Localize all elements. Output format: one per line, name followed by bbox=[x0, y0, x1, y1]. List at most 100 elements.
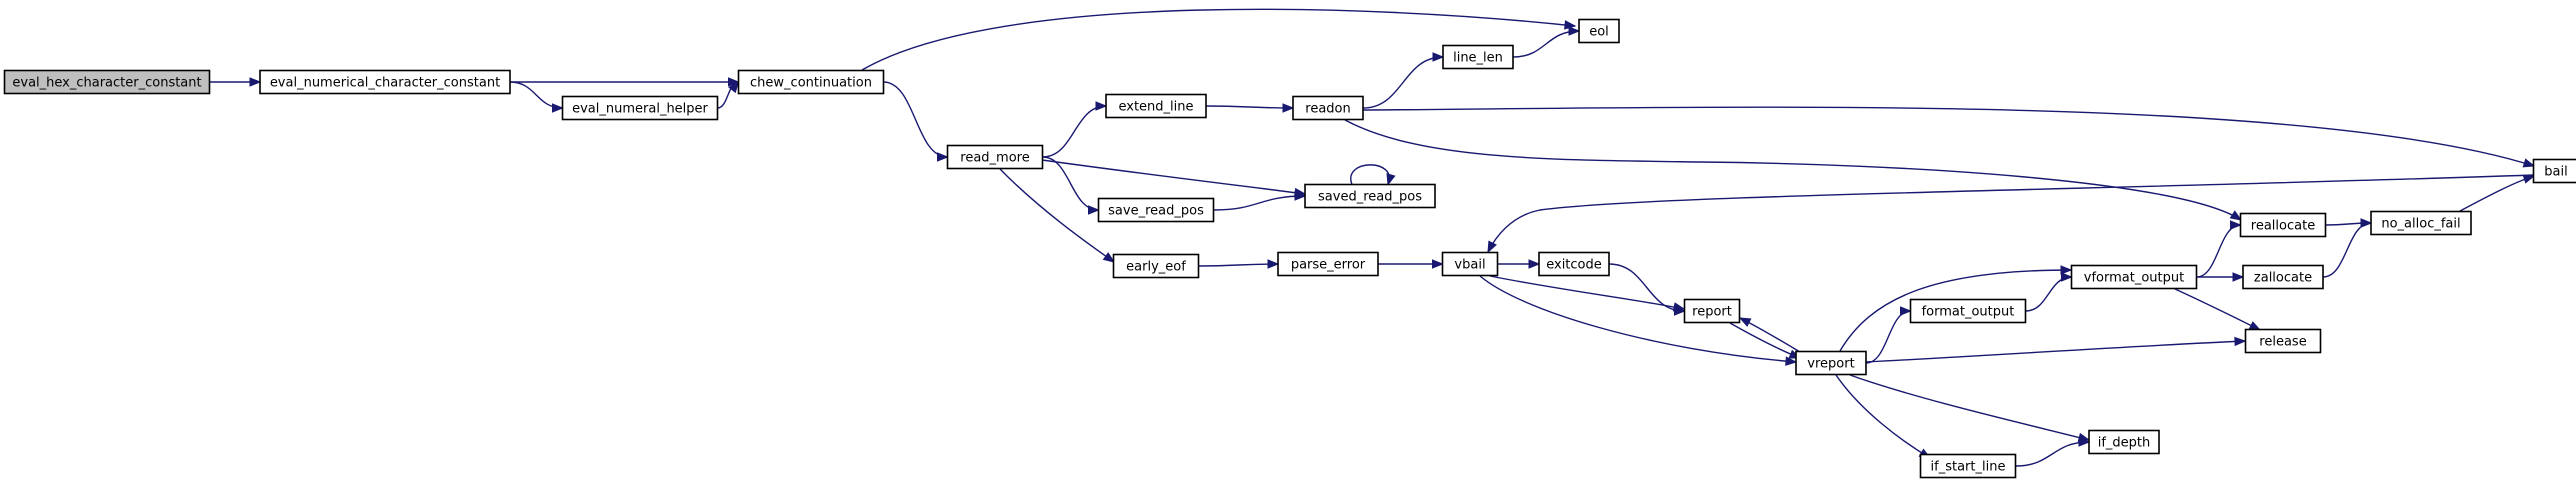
edge-line bbox=[1213, 195, 1306, 211]
node-box bbox=[561, 95, 719, 121]
node-label: extend_line bbox=[1118, 100, 1193, 115]
edge-read_more-to-extend_line bbox=[1042, 101, 1108, 158]
edge-arrowhead bbox=[249, 77, 262, 87]
node-if-start-line[interactable]: if_start_line bbox=[1919, 453, 2017, 479]
edge-eval_numerical_character_constant-to-chew_continuation bbox=[510, 77, 740, 87]
edge-arrowhead bbox=[2522, 174, 2536, 184]
node-box bbox=[1112, 253, 1200, 279]
edge-read_more-to-early_eof bbox=[999, 168, 1116, 263]
node-chew-continuation[interactable]: chew_continuation bbox=[737, 69, 885, 95]
edge-saved_read_pos-to-saved_read_pos bbox=[1350, 164, 1396, 186]
edge-line bbox=[1729, 322, 1801, 359]
edge-line bbox=[1479, 275, 1797, 363]
edge-line_len-to-eol bbox=[1512, 26, 1581, 58]
node-label: if_depth bbox=[2098, 436, 2151, 451]
edge-line bbox=[883, 81, 948, 158]
edge-arrowhead bbox=[2230, 220, 2242, 230]
edge-exitcode-to-report bbox=[1608, 263, 1686, 316]
edge-arrowhead bbox=[1432, 259, 1444, 269]
edge-line bbox=[1608, 263, 1685, 312]
edge-format_output-to-vformat_output bbox=[2025, 272, 2073, 312]
edge-vformat_output-to-zallocate bbox=[2196, 272, 2245, 282]
edge-extend_line-to-readon bbox=[1205, 103, 1295, 113]
edge-vbail-to-vreport bbox=[1479, 275, 1798, 366]
node-report[interactable]: report bbox=[1683, 298, 1741, 324]
node-eval-numeral-helper[interactable]: eval_numeral_helper bbox=[561, 95, 719, 121]
node-vreport[interactable]: vreport bbox=[1795, 350, 1867, 376]
edge-line bbox=[2015, 441, 2090, 467]
node-eval-numerical-character-constant[interactable]: eval_numerical_character_constant bbox=[259, 69, 511, 95]
edge-line bbox=[1849, 374, 2090, 441]
node-label: saved_read_pos bbox=[1318, 190, 1422, 205]
node-readon[interactable]: readon bbox=[1292, 95, 1364, 121]
edge-arrowhead bbox=[1102, 252, 1116, 263]
nodes-layer: eval_hex_character_constant eval_numerica… bbox=[3, 18, 2576, 479]
edge-arrowhead bbox=[2060, 265, 2073, 275]
edge-vformat_output-to-release bbox=[2174, 288, 2262, 331]
edge-arrowhead bbox=[1738, 317, 1752, 327]
edge-readon-to-bail bbox=[1362, 106, 2536, 168]
node-label: eval_numerical_character_constant bbox=[270, 76, 500, 91]
node-format-output[interactable]: format_output bbox=[1909, 298, 2027, 324]
edge-vformat_output-to-reallocate bbox=[2196, 220, 2242, 278]
node-label: reallocate bbox=[2251, 219, 2315, 234]
edge-line bbox=[861, 8, 1576, 71]
edge-arrowhead bbox=[1432, 52, 1445, 62]
node-box bbox=[2088, 429, 2160, 455]
node-release[interactable]: release bbox=[2244, 328, 2322, 354]
node-label: save_read_pos bbox=[1108, 204, 1204, 219]
node-if-depth[interactable]: if_depth bbox=[2088, 429, 2160, 455]
edge-line bbox=[1042, 105, 1107, 158]
node-box bbox=[3, 69, 211, 95]
node-box bbox=[946, 144, 1044, 170]
node-parse-error[interactable]: parse_error bbox=[1277, 251, 1379, 277]
edge-if_start_line-to-if_depth bbox=[2015, 437, 2091, 467]
node-box bbox=[2532, 158, 2576, 184]
node-line-len[interactable]: line_len bbox=[1442, 44, 1514, 70]
edge-read_more-to-save_read_pos bbox=[1042, 156, 1100, 215]
node-early-eof[interactable]: early_eof bbox=[1112, 253, 1200, 279]
node-eval-hex-character-constant[interactable]: eval_hex_character_constant bbox=[3, 69, 211, 95]
node-label: early_eof bbox=[1126, 260, 1186, 275]
edge-early_eof-to-parse_error bbox=[1198, 259, 1280, 269]
edge-save_read_pos-to-saved_read_pos bbox=[1213, 191, 1307, 211]
node-no-alloc-fail[interactable]: no_alloc_fail bbox=[2370, 210, 2472, 236]
node-extend-line[interactable]: extend_line bbox=[1105, 93, 1207, 119]
node-vformat-output[interactable]: vformat_output bbox=[2070, 264, 2198, 290]
edge-vreport-to-format_output bbox=[1865, 306, 1912, 364]
node-box bbox=[2242, 264, 2324, 290]
node-label: if_start_line bbox=[1931, 460, 2006, 475]
node-reallocate[interactable]: reallocate bbox=[2239, 212, 2327, 238]
node-exitcode[interactable]: exitcode bbox=[1538, 251, 1610, 277]
node-saved-read-pos[interactable]: saved_read_pos bbox=[1304, 183, 1436, 209]
edge-arrowhead bbox=[1900, 306, 1912, 316]
node-box bbox=[2244, 328, 2322, 354]
node-box bbox=[1683, 298, 1741, 324]
node-eol[interactable]: eol bbox=[1578, 18, 1620, 44]
node-vbail[interactable]: vbail bbox=[1441, 251, 1499, 277]
node-box bbox=[2070, 264, 2198, 290]
node-zallocate[interactable]: zallocate bbox=[2242, 264, 2324, 290]
edge-arrowhead bbox=[1528, 259, 1541, 269]
node-save-read-pos[interactable]: save_read_pos bbox=[1097, 197, 1215, 223]
node-read-more[interactable]: read_more bbox=[946, 144, 1044, 170]
node-box bbox=[1441, 251, 1499, 277]
edge-line bbox=[2174, 288, 2261, 331]
edge-arrowhead bbox=[1095, 101, 1108, 111]
node-box bbox=[1538, 251, 1610, 277]
node-bail[interactable]: bail bbox=[2532, 158, 2576, 184]
node-box bbox=[1304, 183, 1436, 209]
edge-line bbox=[509, 81, 563, 109]
node-label: eol bbox=[1589, 25, 1609, 40]
edge-line bbox=[1042, 156, 1099, 211]
edge-line bbox=[1041, 159, 1306, 195]
edge-arrowhead bbox=[1088, 205, 1100, 215]
edge-arrowhead bbox=[2234, 336, 2247, 347]
edge-report-to-vreport bbox=[1729, 322, 1802, 359]
edge-arrowhead bbox=[1282, 103, 1295, 113]
edge-line bbox=[2459, 175, 2535, 212]
node-box bbox=[1442, 44, 1514, 70]
node-label: format_output bbox=[1922, 305, 2015, 320]
node-label: eval_numeral_helper bbox=[572, 102, 708, 117]
node-label: exitcode bbox=[1546, 258, 1602, 273]
